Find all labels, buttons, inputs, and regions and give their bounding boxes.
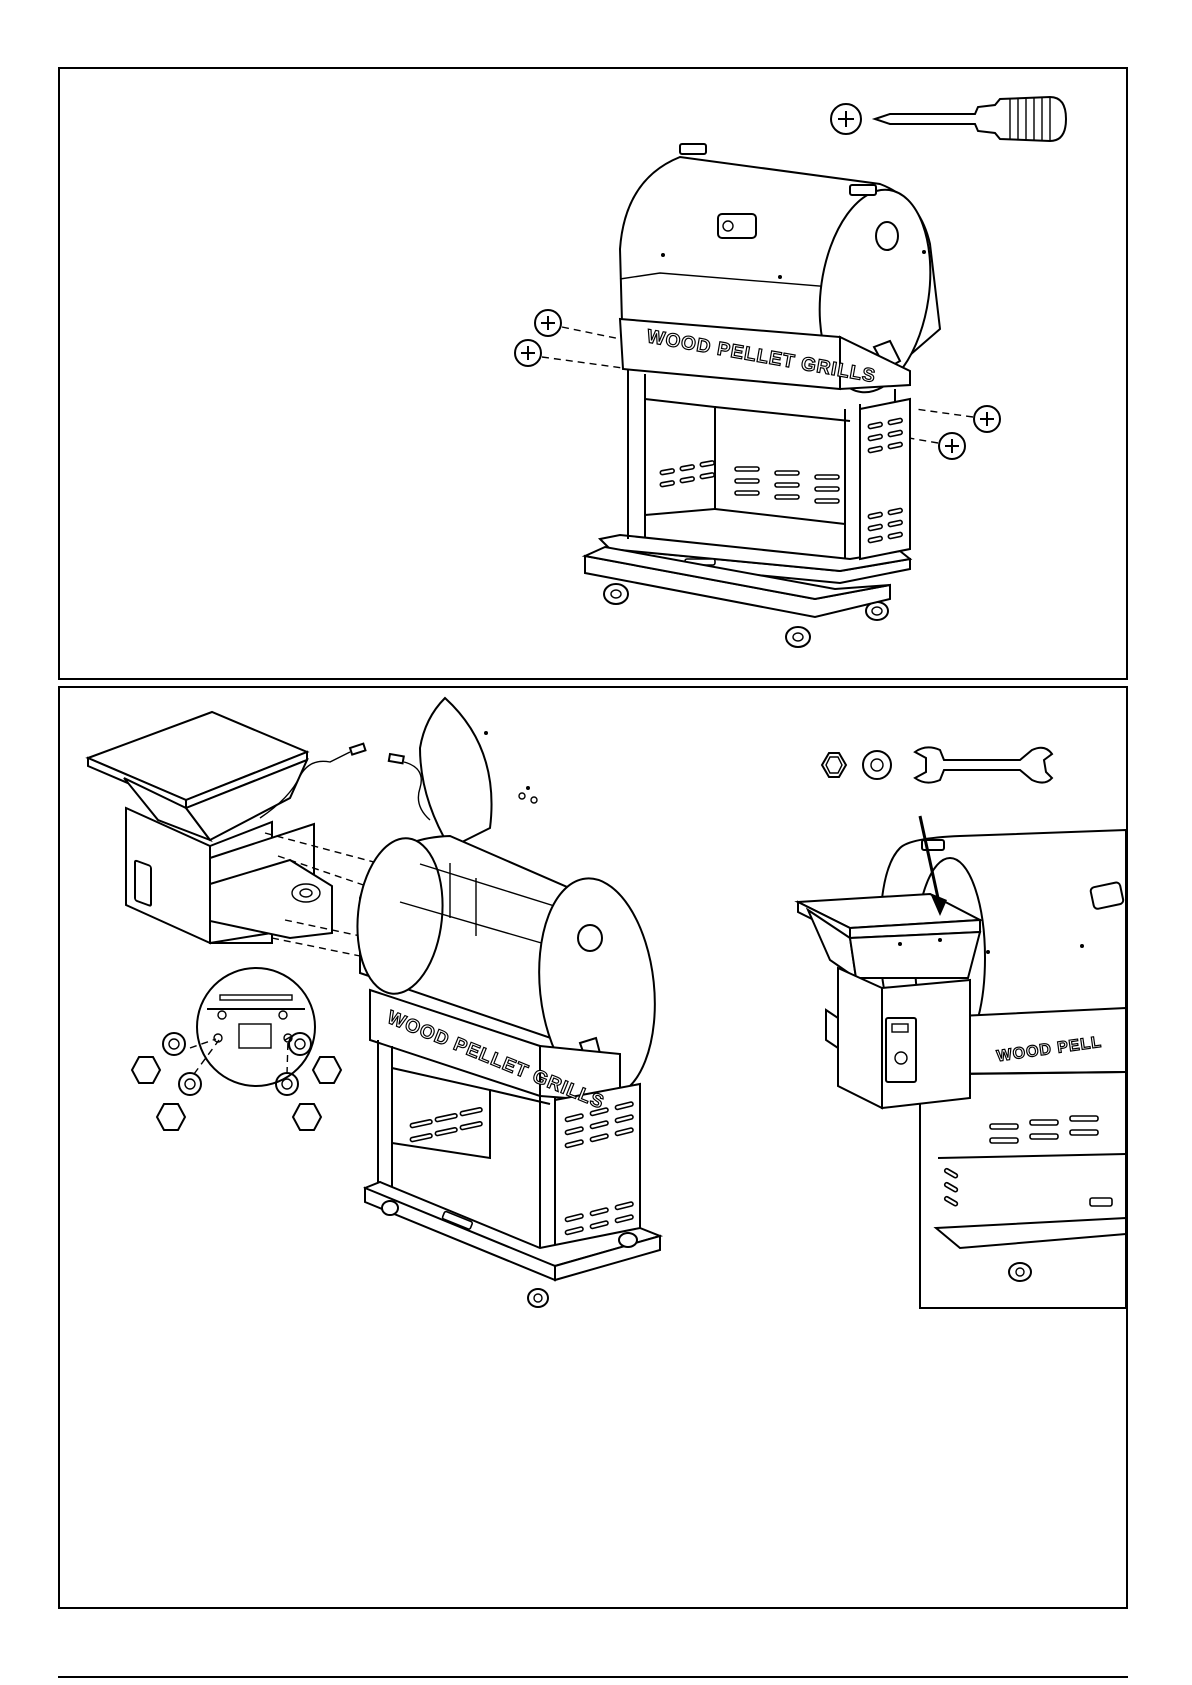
grill-right-closeup <box>798 830 1126 1308</box>
brand-badge <box>1090 882 1124 910</box>
hex-nut-icon <box>313 1057 341 1083</box>
phillips-screw-icon <box>515 340 541 366</box>
open-wrench-icon <box>915 747 1052 782</box>
washer-icon <box>163 1033 185 1055</box>
caster-wheel <box>786 627 810 647</box>
washer-icon <box>863 751 891 779</box>
caster-wheel <box>528 1289 548 1307</box>
mounting-detail-inset <box>197 968 315 1086</box>
pellet-hopper <box>88 712 332 943</box>
phillips-screwdriver-icon <box>831 97 1066 141</box>
grill-cart <box>585 369 910 647</box>
hex-nut-icon <box>293 1104 321 1130</box>
step-panel-top: WOOD PELLET GRILLS <box>58 67 1128 680</box>
phillips-screw-icon <box>939 433 965 459</box>
caster-wheel <box>1009 1263 1031 1281</box>
hex-nut-icon <box>822 753 846 777</box>
grill-assembly-illustration-top: WOOD PELLET GRILLS <box>60 69 1126 678</box>
brand-badge <box>718 214 756 238</box>
hex-nut-icon <box>132 1057 160 1083</box>
caster-wheel <box>382 1201 398 1215</box>
step-panel-bottom: WOOD PELLET GRILLS <box>58 686 1128 1609</box>
hex-nut-icon <box>157 1104 185 1130</box>
grill-center <box>350 698 665 1307</box>
washer-icon <box>179 1073 201 1095</box>
caster-wheel <box>604 584 628 604</box>
phillips-screw-icon <box>974 406 1000 432</box>
caster-wheel <box>619 1233 637 1247</box>
hopper-assembly-illustration-bottom: WOOD PELLET GRILLS <box>60 688 1126 1607</box>
phillips-screw-icon <box>535 310 561 336</box>
page-bottom-rule <box>58 1676 1128 1678</box>
